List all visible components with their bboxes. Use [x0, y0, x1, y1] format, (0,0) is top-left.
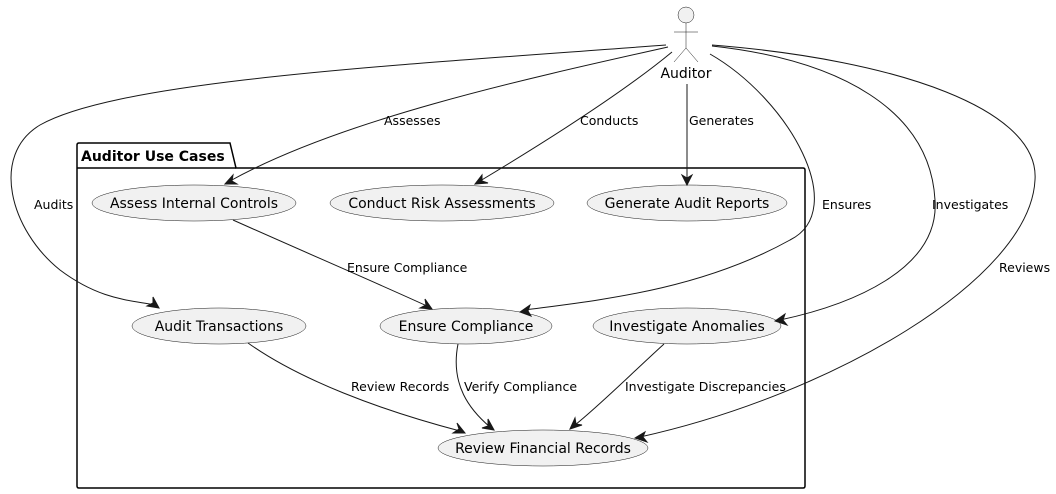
- use-case-audit-transactions[interactable]: Audit Transactions: [131, 307, 307, 345]
- edge-investigate-discrepancies: Investigate Discrepancies: [569, 343, 786, 430]
- use-case-label: Assess Internal Controls: [110, 196, 278, 212]
- edge-label: Assesses: [384, 113, 441, 128]
- package-title: Auditor Use Cases: [81, 149, 225, 165]
- edge-ensures: Ensures: [518, 53, 871, 317]
- edge-assesses: Assesses: [223, 46, 669, 185]
- edge-audits: Audits: [10, 44, 667, 309]
- use-case-label: Generate Audit Reports: [605, 196, 770, 212]
- use-case-label: Audit Transactions: [155, 319, 284, 335]
- edge-reviews: Reviews: [633, 44, 1050, 444]
- edge-generates: Generates: [680, 84, 754, 187]
- use-case-investigate-anomalies[interactable]: Investigate Anomalies: [592, 307, 782, 345]
- use-case-assess-internal-controls[interactable]: Assess Internal Controls: [91, 184, 297, 222]
- actor-head-icon: [677, 6, 695, 24]
- use-case-label: Investigate Anomalies: [609, 319, 765, 335]
- edge-label: Generates: [689, 113, 754, 128]
- edge-label: Verify Compliance: [464, 379, 577, 394]
- edge-conducts: Conducts: [473, 51, 673, 185]
- edge-label: Investigate Discrepancies: [625, 379, 786, 394]
- use-case-label: Ensure Compliance: [399, 319, 534, 335]
- edge-label: Ensure Compliance: [347, 260, 468, 275]
- use-case-conduct-risk-assessments[interactable]: Conduct Risk Assessments: [329, 184, 555, 222]
- use-case-generate-audit-reports[interactable]: Generate Audit Reports: [586, 184, 788, 222]
- edge-label: Investigates: [932, 197, 1008, 212]
- edge-label: Reviews: [999, 260, 1050, 275]
- edge-label: Review Records: [351, 379, 449, 394]
- edge-label: Conducts: [580, 113, 638, 128]
- edge-label: Audits: [34, 197, 73, 212]
- edge-label: Ensures: [822, 197, 871, 212]
- use-case-label: Review Financial Records: [455, 441, 631, 457]
- use-case-ensure-compliance[interactable]: Ensure Compliance: [379, 307, 553, 345]
- edge-review-records: Review Records: [247, 342, 467, 434]
- use-case-label: Conduct Risk Assessments: [348, 196, 535, 212]
- use-case-review-financial-records[interactable]: Review Financial Records: [437, 429, 649, 467]
- edge-investigates: Investigates: [711, 45, 1008, 327]
- edge-ensure-compliance: Ensure Compliance: [232, 219, 468, 310]
- package-auditor-use-cases: Auditor Use Cases: [76, 142, 806, 489]
- actor-label: Auditor: [660, 66, 711, 82]
- actor-auditor: Auditor: [660, 6, 712, 82]
- edge-verify-compliance: Verify Compliance: [455, 343, 577, 431]
